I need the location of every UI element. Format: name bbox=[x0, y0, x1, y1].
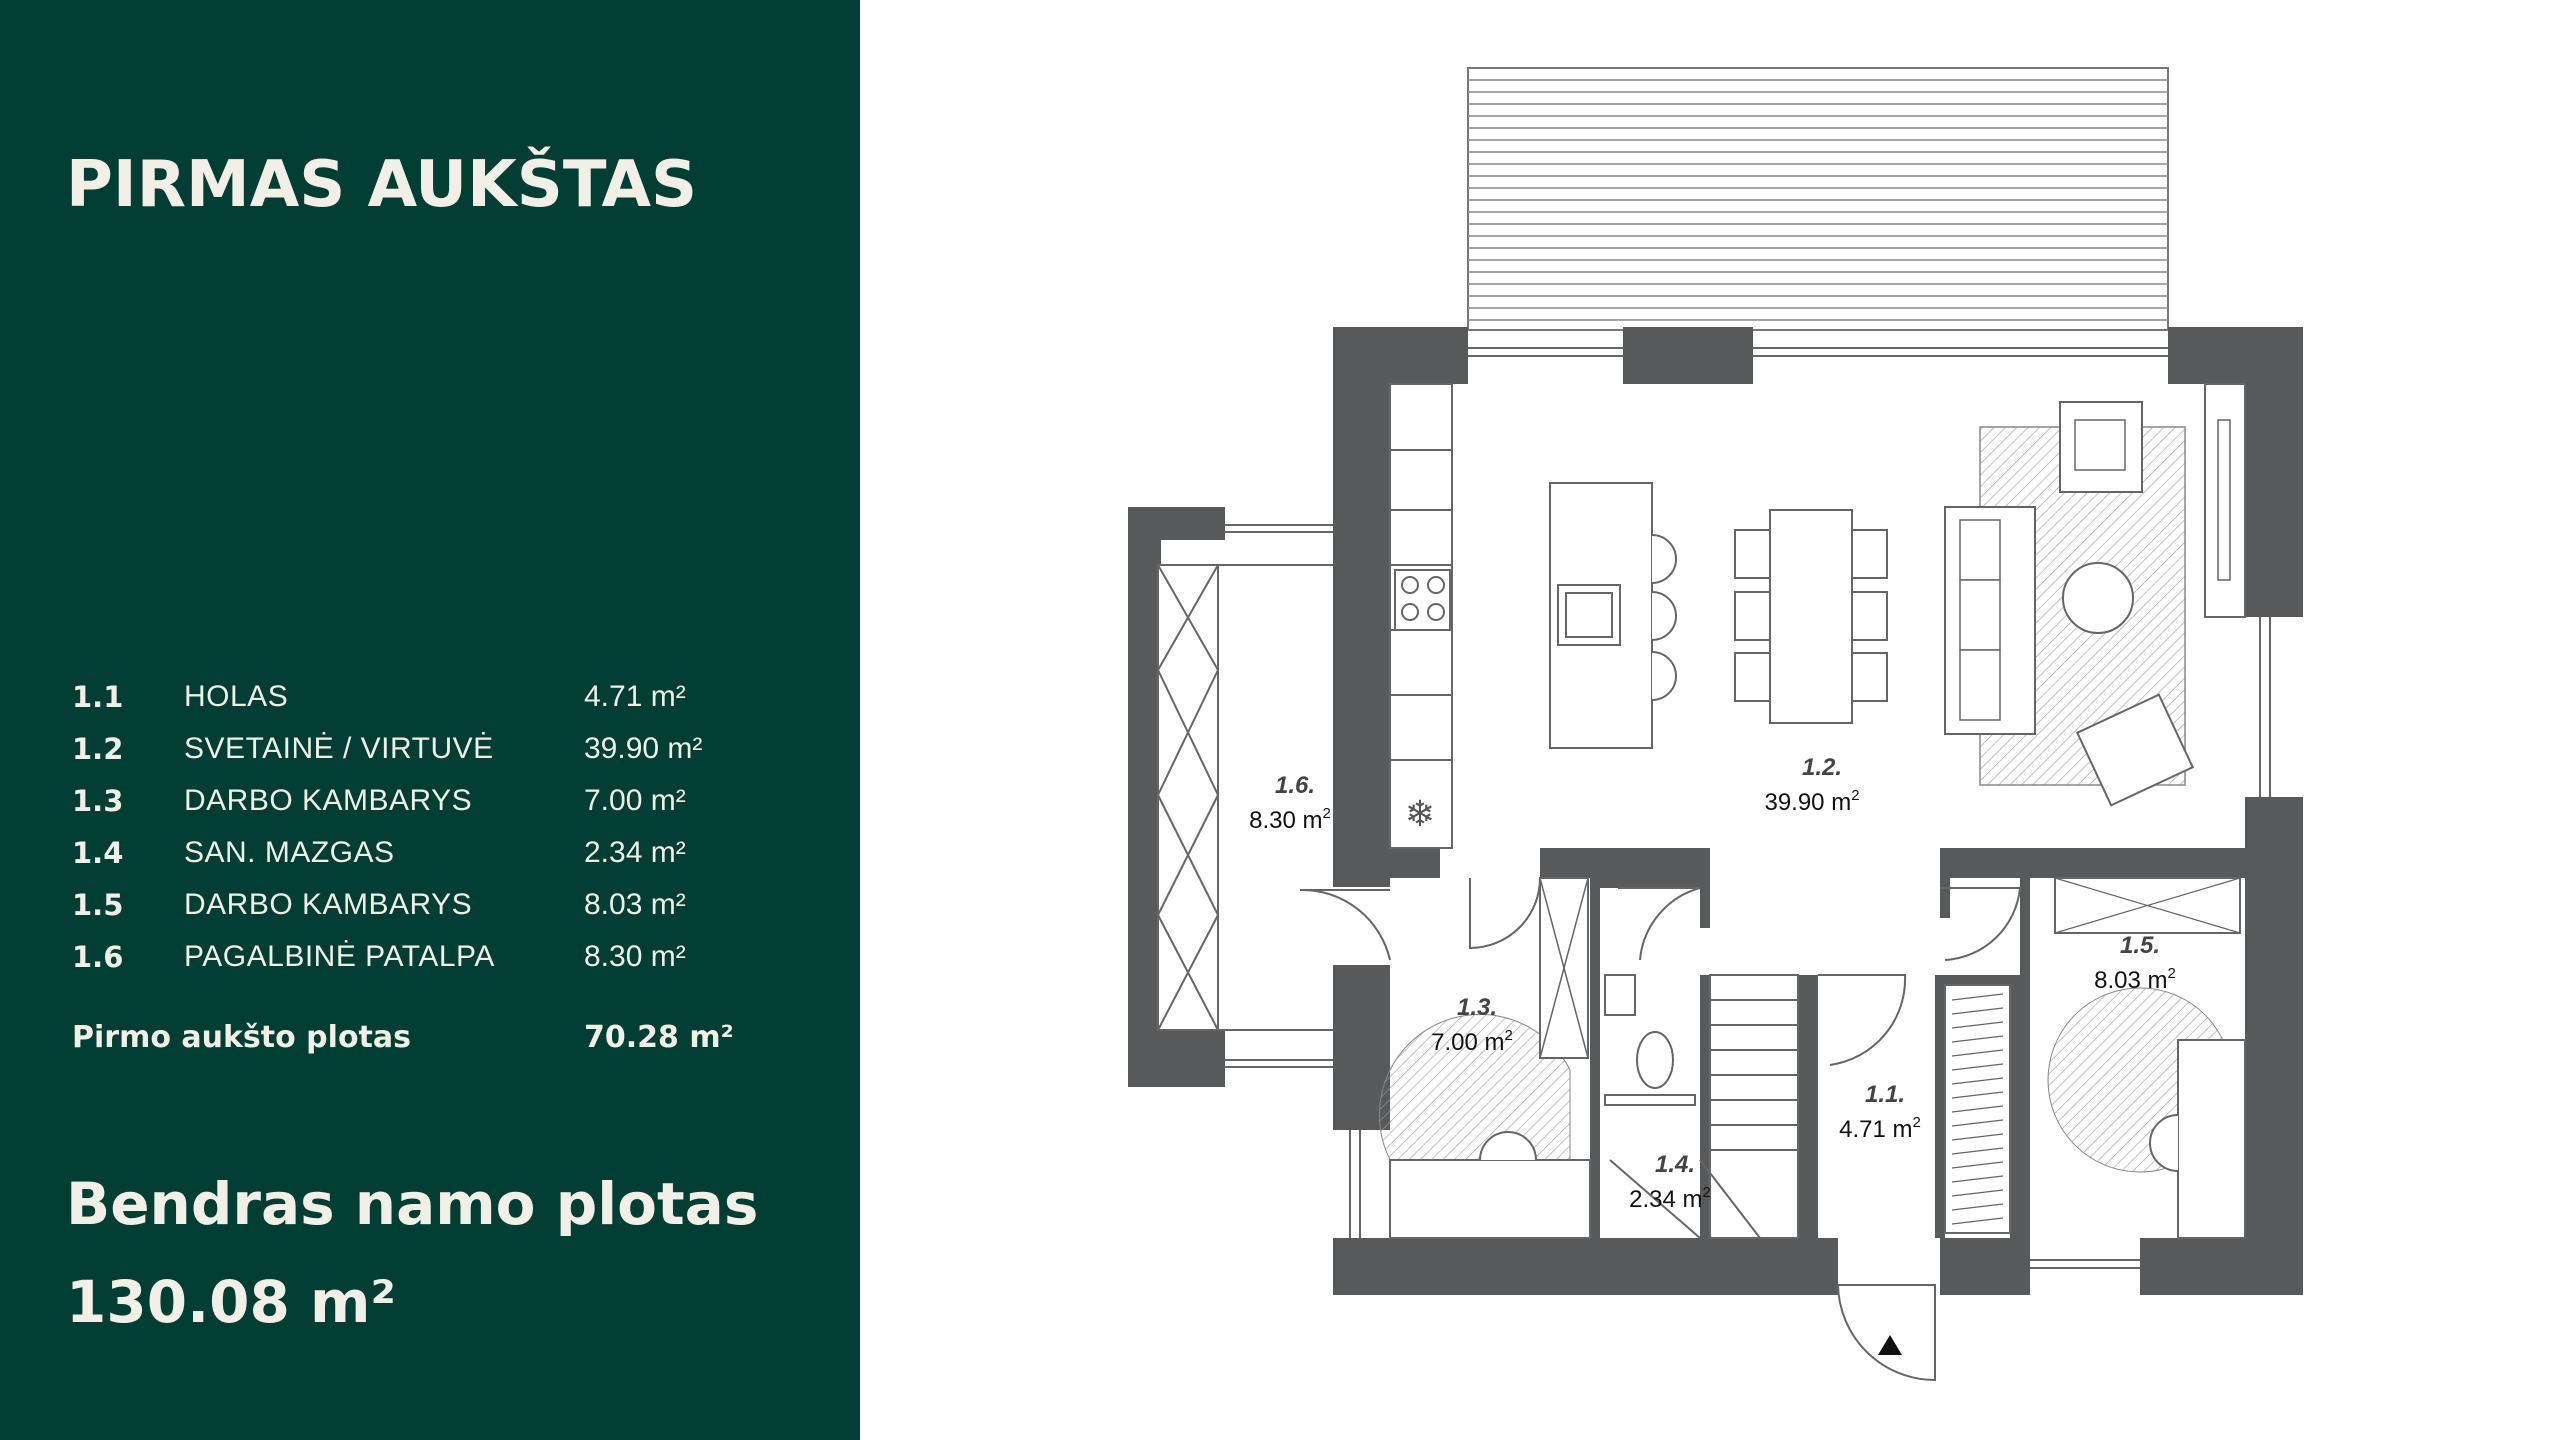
room-label-number: 1.2. bbox=[1802, 754, 1842, 781]
floor-plan: ❄ bbox=[1128, 67, 2303, 1382]
sidebar-panel: PIRMAS AUKŠTAS 1.1 HOLAS 4.71 m² 1.2 SVE… bbox=[0, 0, 860, 1440]
house-total-value: 130.08 m² bbox=[66, 1268, 396, 1336]
hanger-line bbox=[1951, 1035, 2004, 1043]
room-name: HOLAS bbox=[184, 680, 289, 713]
room-name: DARBO KAMBARYS bbox=[184, 888, 473, 921]
room-number: 1.5 bbox=[72, 888, 124, 922]
hanger-line bbox=[1951, 1119, 2004, 1127]
room-number: 1.4 bbox=[72, 836, 124, 870]
room-row-1-2: 1.2 SVETAINĖ / VIRTUVĖ 39.90 m² bbox=[72, 732, 772, 782]
room-area: 39.90 m² bbox=[584, 732, 703, 765]
hanger-line bbox=[1951, 1203, 2004, 1211]
kitchen-island bbox=[1549, 482, 1677, 749]
living-area bbox=[1944, 383, 2246, 807]
hanger-line bbox=[1951, 1021, 2004, 1029]
room-row-1-3: 1.3 DARBO KAMBARYS 7.00 m² bbox=[72, 784, 772, 834]
storage-unit bbox=[1157, 564, 1333, 1031]
dining-table bbox=[1734, 509, 1888, 724]
hanger-line bbox=[1951, 1091, 2004, 1099]
room-label-number: 1.4. bbox=[1655, 1151, 1695, 1178]
kitchen-counter bbox=[1389, 383, 1453, 849]
room-label-number: 1.3. bbox=[1457, 994, 1497, 1021]
room-label-area: 8.03 m2 bbox=[2094, 965, 2176, 994]
room-area: 7.00 m² bbox=[584, 784, 686, 817]
hanger-line bbox=[1951, 1189, 2004, 1197]
hanger-line bbox=[1951, 1217, 2004, 1225]
room-name: SVETAINĖ / VIRTUVĖ bbox=[184, 732, 494, 765]
room-row-1-1: 1.1 HOLAS 4.71 m² bbox=[72, 680, 772, 730]
room-label-area: 39.90 m2 bbox=[1764, 787, 1859, 816]
room-area: 2.34 m² bbox=[584, 836, 686, 869]
hanger-line bbox=[1951, 1049, 2004, 1057]
floor-total-value: 70.28 m² bbox=[584, 1020, 734, 1055]
house-total-label: Bendras namo plotas bbox=[66, 1170, 759, 1238]
doors bbox=[1299, 877, 2022, 1382]
hanger-line bbox=[1951, 1007, 2004, 1015]
snowflake-icon: ❄ bbox=[1405, 793, 1435, 834]
room-1-3-furniture bbox=[1378, 877, 1591, 1239]
room-label-area: 2.34 m2 bbox=[1629, 1184, 1711, 1213]
room-row-1-6: 1.6 PAGALBINĖ PATALPA 8.30 m² bbox=[72, 940, 772, 990]
room-label-number: 1.6. bbox=[1275, 772, 1315, 799]
hanger-line bbox=[1951, 1175, 2004, 1183]
staircase bbox=[1609, 974, 1799, 1239]
walls bbox=[1128, 327, 2303, 1295]
room-label-number: 1.1. bbox=[1865, 1081, 1905, 1108]
room-name: DARBO KAMBARYS bbox=[184, 784, 473, 817]
room-number: 1.6 bbox=[72, 940, 124, 974]
wardrobe bbox=[1944, 984, 2011, 1234]
windows bbox=[1225, 347, 2271, 1269]
room-row-1-5: 1.5 DARBO KAMBARYS 8.03 m² bbox=[72, 888, 772, 938]
room-label-area: 7.00 m2 bbox=[1431, 1027, 1513, 1056]
room-labels: 1.2. 39.90 m2 1.6. 8.30 m2 1.3. 7.00 m2 … bbox=[1249, 754, 2176, 1213]
room-1-5-furniture bbox=[2047, 877, 2246, 1239]
floor-title: PIRMAS AUKŠTAS bbox=[66, 148, 698, 222]
room-number: 1.3 bbox=[72, 784, 124, 818]
room-label-area: 4.71 m2 bbox=[1839, 1114, 1921, 1143]
room-area: 8.30 m² bbox=[584, 940, 686, 973]
hanger-line bbox=[1951, 1147, 2004, 1155]
hanger-line bbox=[1951, 1105, 2004, 1113]
room-label-number: 1.5. bbox=[2120, 932, 2160, 959]
bathroom-fixtures bbox=[1604, 974, 1696, 1106]
hanger-line bbox=[1951, 1161, 2004, 1169]
room-name: SAN. MAZGAS bbox=[184, 836, 395, 869]
room-area: 4.71 m² bbox=[584, 680, 686, 713]
room-number: 1.2 bbox=[72, 732, 124, 766]
terrace bbox=[1467, 67, 2169, 331]
room-label-area: 8.30 m2 bbox=[1249, 805, 1331, 834]
room-row-1-4: 1.4 SAN. MAZGAS 2.34 m² bbox=[72, 836, 772, 886]
hanger-line bbox=[1951, 1133, 2004, 1141]
hanger-line bbox=[1951, 993, 2004, 1001]
floor-total-label: Pirmo aukšto plotas bbox=[72, 1020, 411, 1055]
hanger-line bbox=[1951, 1063, 2004, 1071]
entrance-arrow-icon bbox=[1878, 1335, 1902, 1355]
room-name: PAGALBINĖ PATALPA bbox=[184, 940, 495, 973]
hanger-line bbox=[1951, 1077, 2004, 1085]
room-area: 8.03 m² bbox=[584, 888, 686, 921]
interior-walls bbox=[1390, 848, 2245, 1238]
room-number: 1.1 bbox=[72, 680, 124, 714]
